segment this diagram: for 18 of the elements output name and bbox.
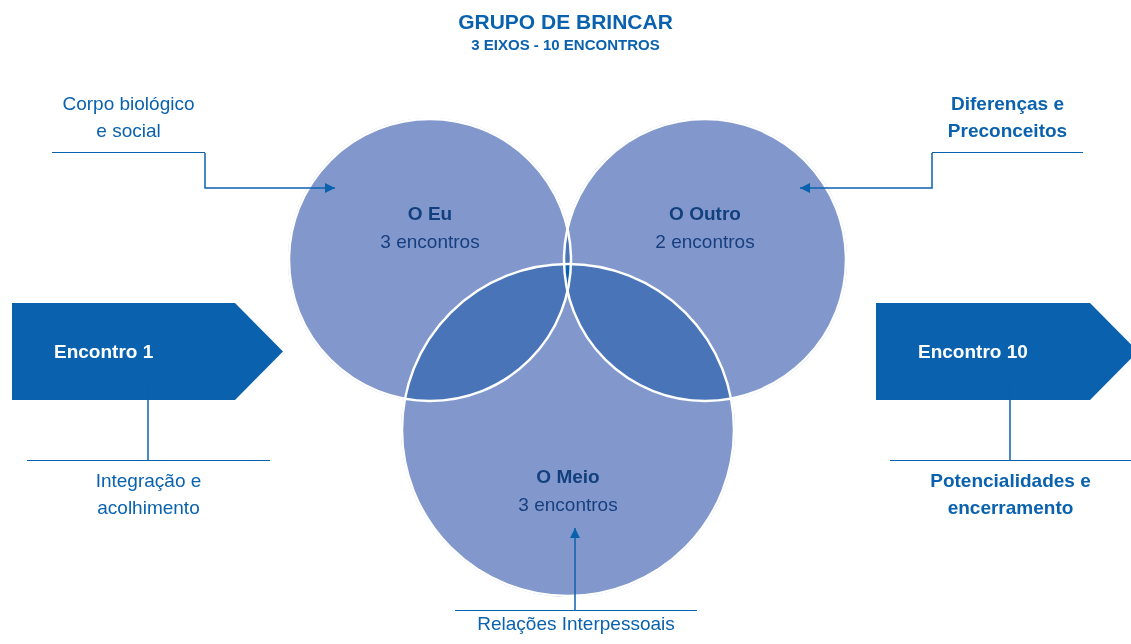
circle-subtext: 3 encontros xyxy=(518,493,618,517)
circle-heading: O Eu xyxy=(407,202,453,226)
arrow-banner: Encontro 1 xyxy=(12,303,283,400)
subtitle: 3 EIXOS - 10 ENCONTROS xyxy=(470,36,661,53)
title: GRUPO DE BRINCAR xyxy=(457,10,674,34)
arrow-banner: Encontro 10 xyxy=(876,303,1131,400)
circle-heading: O Meio xyxy=(536,465,600,489)
arrow xyxy=(204,152,336,193)
circle-heading: O Outro xyxy=(669,202,741,226)
callout-text: Integração e acolhimento xyxy=(27,460,270,522)
callout-text: Diferenças e Preconceitos xyxy=(932,90,1083,153)
circle-subtext: 3 encontros xyxy=(380,230,480,254)
callout-text: Corpo biológico e social xyxy=(52,90,205,153)
callout-text: Potencialidades e encerramento xyxy=(890,460,1131,522)
arrow xyxy=(799,152,933,193)
circle-subtext: 2 encontros xyxy=(655,230,755,254)
arrow xyxy=(570,527,580,611)
callout-text: Relações Interpessoais xyxy=(455,610,697,640)
